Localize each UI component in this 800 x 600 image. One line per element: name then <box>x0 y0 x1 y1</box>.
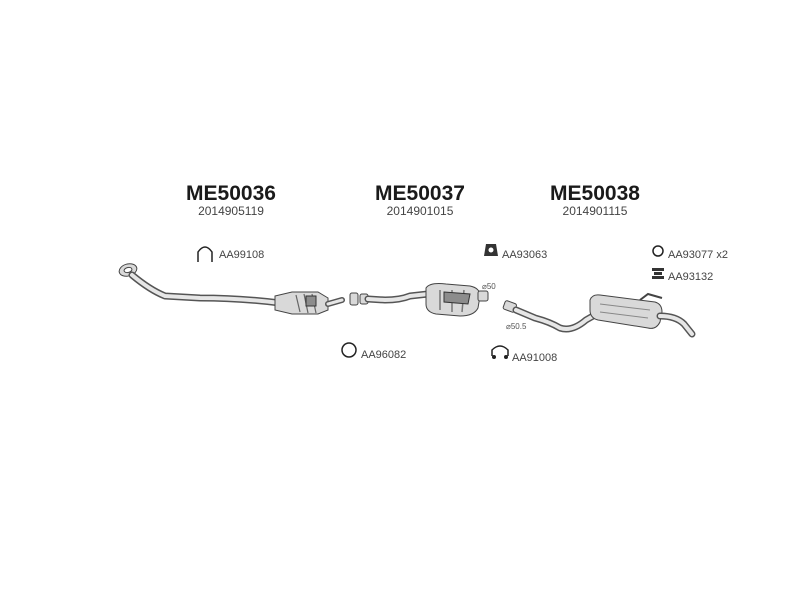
middle-pipe-muffler <box>349 283 489 317</box>
part-code-front: ME50036 <box>186 182 276 205</box>
front-pipe-catalyst <box>118 263 345 315</box>
part-ref-front: 2014905119 <box>198 204 264 218</box>
diameter-label-50-5: ⌀50.5 <box>506 322 527 331</box>
rubber-mount-icon <box>652 268 664 279</box>
rear-pipe-silencer <box>502 292 696 338</box>
accessory-label-clamp-u: AA99108 <box>219 249 264 261</box>
u-clamp-icon <box>197 246 213 262</box>
part-ref-rear: 2014901115 <box>563 204 628 218</box>
gasket-ring-icon <box>341 342 357 358</box>
part-code-rear: ME50038 <box>550 182 640 205</box>
diameter-label-50: ⌀50 <box>482 282 496 291</box>
accessory-label-rubber-mount: AA93132 <box>668 271 713 283</box>
accessory-label-clamp-pair: AA91008 <box>512 352 557 364</box>
part-ref-middle: 2014901015 <box>387 204 454 218</box>
front-flange <box>118 263 138 277</box>
accessory-label-gasket-ring: AA96082 <box>361 349 406 361</box>
double-clamp-icon <box>491 345 509 359</box>
ring-icon <box>652 245 664 257</box>
part-code-middle: ME50037 <box>375 182 465 205</box>
accessory-label-ring: AA93077 x2 <box>668 249 728 261</box>
mounting-block-icon <box>484 244 498 256</box>
accessory-label-mount-block: AA93063 <box>502 249 547 261</box>
